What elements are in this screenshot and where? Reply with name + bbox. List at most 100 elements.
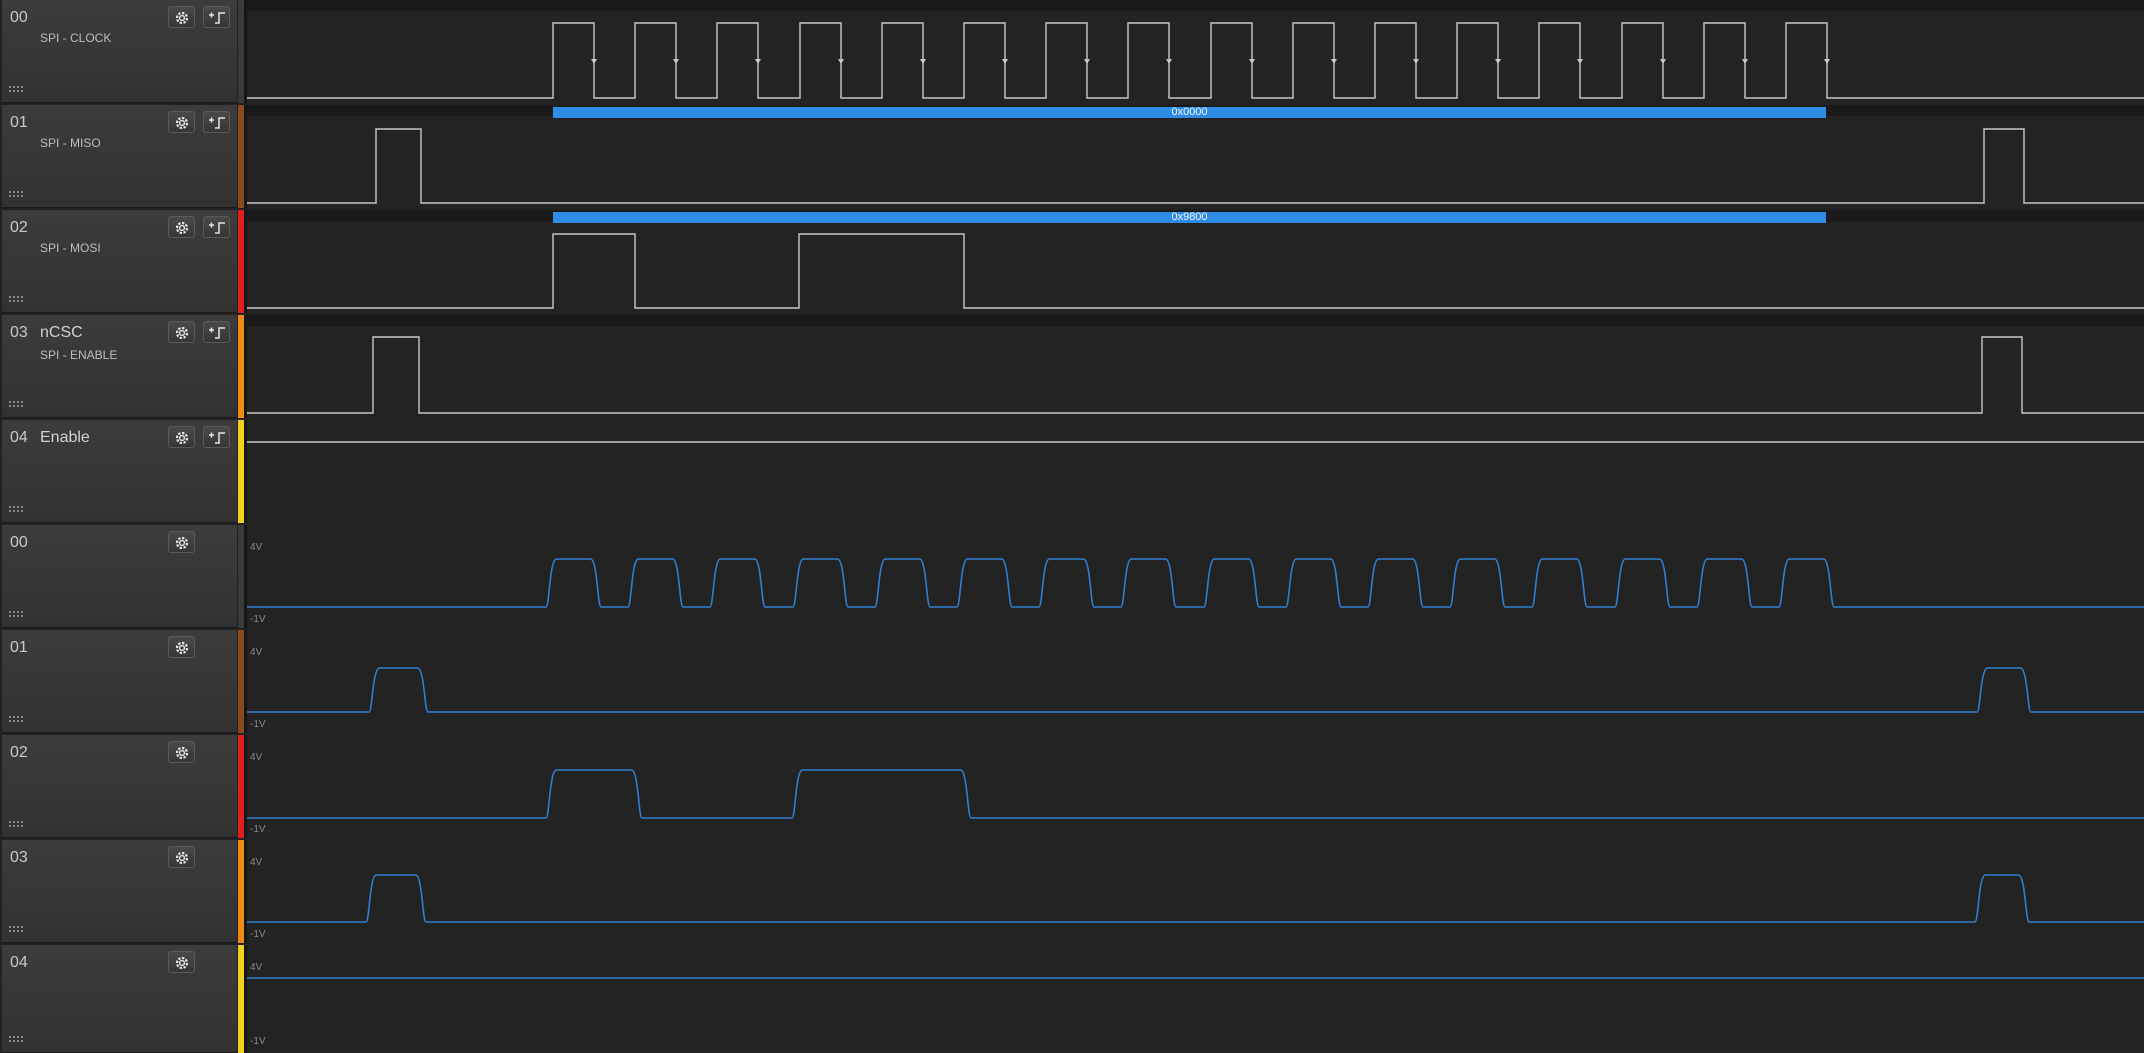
- mosi-decoded-value: 0x9800: [1171, 211, 1208, 223]
- channel-label: SPI - MOSI: [40, 241, 101, 255]
- channel-color-bar: [238, 210, 244, 313]
- drag-grip-icon[interactable]: [9, 506, 27, 514]
- channel-color-bar: [238, 105, 244, 208]
- divider: [244, 420, 247, 523]
- enable-trace: [247, 336, 2144, 414]
- waveform-lane[interactable]: [247, 0, 2144, 103]
- falling-edge-marker: [591, 59, 597, 64]
- channel-settings-button[interactable]: [168, 426, 195, 448]
- channel-settings-button[interactable]: [168, 6, 195, 28]
- waveform-lane[interactable]: 0x0000: [247, 105, 2144, 208]
- analog-waveform-lane[interactable]: 4V -1V: [247, 630, 2144, 733]
- gear-icon: [175, 326, 189, 340]
- voltage-bottom-label: -1V: [250, 1036, 266, 1047]
- channel-settings-button[interactable]: [168, 846, 195, 868]
- channel-name: nCSC: [40, 324, 83, 341]
- channel-trigger-button[interactable]: [203, 321, 230, 343]
- voltage-bottom-label: -1V: [250, 719, 266, 730]
- waveform-lane[interactable]: [247, 315, 2144, 418]
- drag-grip-icon[interactable]: [9, 716, 27, 724]
- divider: [244, 525, 247, 628]
- divider: [244, 840, 247, 943]
- analog-waveform-lane[interactable]: 4V -1V: [247, 525, 2144, 628]
- channel-trigger-button[interactable]: [203, 426, 230, 448]
- channel-header[interactable]: 01 SPI - MISO: [2, 105, 237, 208]
- falling-edge-marker: [1249, 59, 1255, 64]
- channel-header[interactable]: 04: [2, 945, 237, 1053]
- voltage-top-label: 4V: [250, 962, 263, 973]
- voltage-top-label: 4V: [250, 752, 263, 763]
- falling-edge-marker: [1166, 59, 1172, 64]
- analog-channel-row: 04 4V -1V: [0, 945, 2144, 1053]
- channel-trigger-button[interactable]: [203, 111, 230, 133]
- analog-waveform-lane[interactable]: 4V -1V: [247, 945, 2144, 1053]
- channel-number: 04: [10, 429, 28, 446]
- channel-settings-button[interactable]: [168, 531, 195, 553]
- mosi-decoded-frame[interactable]: 0x9800: [553, 212, 1826, 223]
- digital-waveform: [247, 336, 2144, 414]
- channel-number: 02: [10, 744, 28, 761]
- channel-header[interactable]: 00: [2, 525, 237, 628]
- miso-decoded-frame[interactable]: 0x0000: [553, 107, 1826, 118]
- voltage-top-label: 4V: [250, 542, 263, 553]
- channel-number: 04: [10, 954, 28, 971]
- digital-channel-row: 00 SPI - CLOCK: [0, 0, 2144, 103]
- divider: [244, 105, 247, 208]
- waveform-lane[interactable]: [247, 420, 2144, 523]
- analog-waveform-lane[interactable]: 4V -1V: [247, 840, 2144, 943]
- channel-settings-button[interactable]: [168, 951, 195, 973]
- voltage-bottom-label: -1V: [250, 929, 266, 940]
- channel-header[interactable]: 00 SPI - CLOCK: [2, 0, 237, 103]
- channel-settings-button[interactable]: [168, 321, 195, 343]
- drag-grip-icon[interactable]: [9, 1036, 27, 1044]
- gear-icon: [175, 746, 189, 760]
- waveform-lane[interactable]: 0x9800: [247, 210, 2144, 313]
- miso-analog-trace: [247, 667, 2144, 713]
- channel-color-bar: [238, 945, 244, 1053]
- divider: [244, 945, 247, 1053]
- divider: [244, 735, 247, 838]
- gear-icon: [175, 431, 189, 445]
- miso-decoded-value: 0x0000: [1171, 106, 1208, 118]
- channel-header[interactable]: 03: [2, 840, 237, 943]
- drag-grip-icon[interactable]: [9, 401, 27, 409]
- voltage-top-label: 4V: [250, 857, 263, 868]
- drag-grip-icon[interactable]: [9, 86, 27, 94]
- channel-settings-button[interactable]: [168, 111, 195, 133]
- analog-waveform-lane[interactable]: 4V -1V: [247, 735, 2144, 838]
- mosi-trace: [247, 233, 2144, 309]
- channel-color-bar: [238, 0, 244, 103]
- drag-grip-icon[interactable]: [9, 821, 27, 829]
- channel-header[interactable]: 01: [2, 630, 237, 733]
- drag-grip-icon[interactable]: [9, 296, 27, 304]
- divider: [244, 315, 247, 418]
- trigger-icon: [209, 12, 225, 24]
- trigger-icon: [209, 117, 225, 129]
- channel-number: 01: [10, 639, 28, 656]
- channel-header[interactable]: 02: [2, 735, 237, 838]
- digital-waveform: [247, 233, 2144, 309]
- channel-trigger-button[interactable]: [203, 216, 230, 238]
- enable-analog-trace: [247, 874, 2144, 923]
- divider: [244, 0, 247, 103]
- falling-edge-marker: [1413, 59, 1419, 64]
- digital-waveform: [247, 128, 2144, 204]
- channel-header[interactable]: 03 nCSC SPI - ENABLE: [2, 315, 237, 418]
- gear-icon: [175, 11, 189, 25]
- analog-channel-row: 02 4V -1V: [0, 735, 2144, 838]
- channel-number: 03: [10, 324, 28, 341]
- channel-trigger-button[interactable]: [203, 6, 230, 28]
- channel-color-bar: [238, 630, 244, 733]
- channel-header[interactable]: 02 SPI - MOSI: [2, 210, 237, 313]
- channel-number: 00: [10, 9, 28, 26]
- channel-settings-button[interactable]: [168, 216, 195, 238]
- drag-grip-icon[interactable]: [9, 191, 27, 199]
- channel-settings-button[interactable]: [168, 741, 195, 763]
- drag-grip-icon[interactable]: [9, 611, 27, 619]
- falling-edge-marker: [838, 59, 844, 64]
- channel-settings-button[interactable]: [168, 636, 195, 658]
- channel-color-bar: [238, 525, 244, 628]
- channel-header[interactable]: 04 Enable: [2, 420, 237, 523]
- drag-grip-icon[interactable]: [9, 926, 27, 934]
